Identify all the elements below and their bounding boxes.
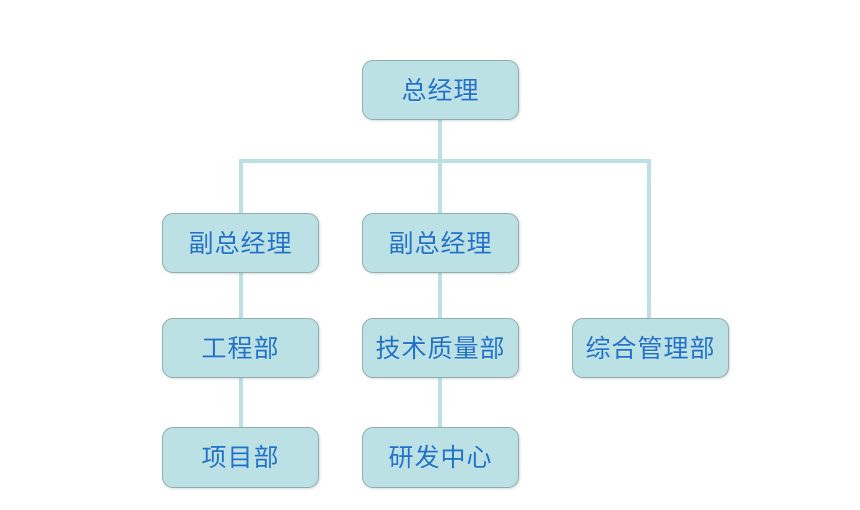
- org-node-rd-center[interactable]: 研发中心: [362, 427, 519, 488]
- org-node-label-general-manager: 总经理: [401, 75, 480, 105]
- org-node-label-rd-center: 研发中心: [388, 443, 493, 472]
- org-node-project-department[interactable]: 项目部: [162, 427, 319, 488]
- org-node-label-comprehensive-management-department: 综合管理部: [585, 333, 716, 363]
- org-node-technical-quality-department[interactable]: 技术质量部: [362, 318, 519, 378]
- org-node-general-manager[interactable]: 总经理: [362, 60, 519, 120]
- org-node-label-engineering-department: 工程部: [201, 333, 280, 363]
- org-node-deputy-general-manager-1[interactable]: 副总经理: [162, 213, 319, 273]
- org-node-label-deputy-general-manager-1: 副总经理: [188, 228, 293, 258]
- connector-lines: [239, 120, 651, 427]
- org-node-deputy-general-manager-2[interactable]: 副总经理: [362, 213, 519, 273]
- org-node-label-deputy-general-manager-2: 副总经理: [388, 228, 493, 258]
- org-node-label-technical-quality-department: 技术质量部: [375, 333, 506, 363]
- org-node-label-project-department: 项目部: [201, 443, 280, 472]
- org-node-engineering-department[interactable]: 工程部: [162, 318, 319, 378]
- org-node-comprehensive-management-department[interactable]: 综合管理部: [572, 318, 729, 378]
